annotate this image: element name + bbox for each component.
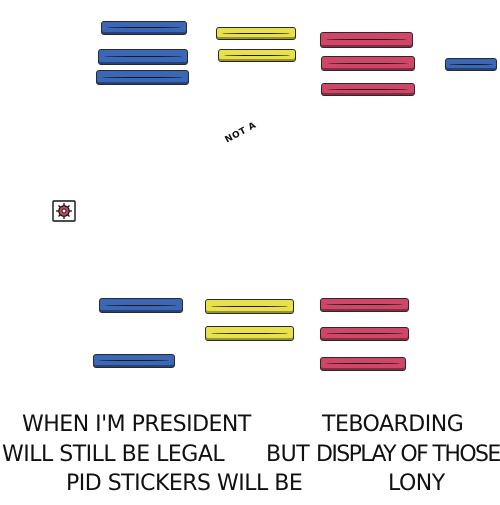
caption-left-line-3: PID STICKERS WILL BE — [66, 471, 303, 496]
red-sticker — [321, 83, 415, 96]
caption: WHEN I'M PRESIDENT WILL STILL BE LEGAL P… — [0, 408, 500, 505]
blue-sticker — [96, 70, 189, 85]
red-sticker — [320, 298, 409, 312]
caption-right-line-3: LONY — [388, 471, 445, 496]
blue-sticker — [101, 21, 187, 35]
red-sticker — [320, 357, 406, 371]
blue-sticker-far — [445, 58, 497, 71]
blue-sticker — [99, 298, 183, 313]
yellow-sticker — [218, 49, 296, 62]
caption-left-line-2: WILL STILL BE LEGAL — [2, 442, 225, 467]
caption-middle-word: BUT — [266, 442, 310, 467]
yellow-sticker — [205, 299, 294, 314]
red-sticker — [320, 327, 409, 341]
gear-icon — [52, 200, 76, 222]
caption-right-line-1: TEBOARDING — [322, 412, 464, 437]
caption-right-line-2: DISPLAY OF THOSE — [316, 442, 500, 467]
red-sticker — [321, 56, 415, 71]
yellow-sticker — [205, 326, 294, 341]
scribble-note: NOT A — [223, 120, 259, 146]
blue-sticker — [98, 49, 188, 65]
caption-left-line-1: WHEN I'M PRESIDENT — [22, 412, 251, 437]
yellow-sticker — [216, 27, 296, 40]
red-sticker — [320, 32, 413, 48]
blue-sticker — [93, 354, 175, 368]
